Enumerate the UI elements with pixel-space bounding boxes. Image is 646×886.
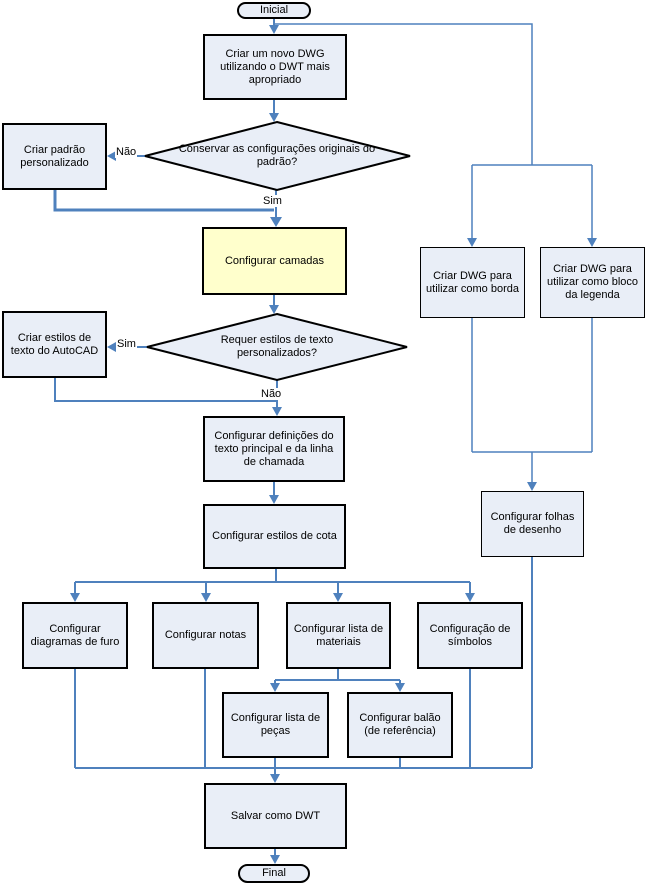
arrow-into-balao xyxy=(395,683,405,692)
node-balao: Configurar balão (de referência) xyxy=(347,692,453,758)
node-lista-pecas-label: Configurar lista de peças xyxy=(230,712,321,737)
decision-padrao-label: Conservar as configurações originais do … xyxy=(172,134,382,178)
arrow-into-definicoes xyxy=(272,407,282,416)
node-folhas-desenho-label: Configurar folhas de desenho xyxy=(490,511,575,536)
arrow-into-decisao1 xyxy=(269,113,279,122)
start-label: Inicial xyxy=(259,4,289,16)
end-terminator: Final xyxy=(238,864,310,883)
arrow-into-folhas xyxy=(527,482,537,491)
decision-shapes xyxy=(144,120,411,382)
node-simbolos-label: Configuração de símbolos xyxy=(429,622,511,648)
connector-lines xyxy=(53,17,593,858)
node-notas-label: Configurar notas xyxy=(164,629,247,641)
arrow-into-decisao2 xyxy=(269,305,279,314)
edge-right-merge xyxy=(471,318,593,485)
node-balao-label: Configurar balão (de referência) xyxy=(359,712,441,737)
edge-padrao-retorno xyxy=(53,190,274,212)
arrow-into-estilos xyxy=(107,342,116,352)
edge-branch-right-top xyxy=(274,23,593,242)
edge-merge-bottom xyxy=(74,557,533,777)
arrow-into-final xyxy=(270,855,280,864)
node-lista-materiais: Configurar lista de materiais xyxy=(286,602,391,669)
decision-padrao-diamond xyxy=(144,120,411,192)
node-configurar-camadas-label: Configurar camadas xyxy=(224,254,325,267)
start-terminator: Inicial xyxy=(237,2,311,19)
node-lista-pecas: Configurar lista de peças xyxy=(222,692,329,758)
node-notas: Configurar notas xyxy=(152,602,259,669)
node-diagramas-furo: Configurar diagramas de furo xyxy=(22,602,128,669)
arrow-into-borda xyxy=(467,238,477,247)
edge-estilos-retorno xyxy=(54,378,277,402)
arrow-into-padrao xyxy=(107,151,116,161)
decision-padrao-text: Conservar as configurações originais do … xyxy=(178,143,376,168)
node-folhas-desenho: Configurar folhas de desenho xyxy=(481,491,584,557)
decision-estilos-label: Requer estilos de texto personalizados? xyxy=(207,325,347,369)
arrow-into-simbolos xyxy=(465,593,475,602)
node-estilos-autocad-label: Criar estilos de texto do AutoCAD xyxy=(10,331,99,357)
decision-estilos-diamond xyxy=(146,312,408,382)
node-novo-dwg-label: Criar um novo DWG utilizando o DWT mais … xyxy=(220,47,330,86)
edge-materiais-split xyxy=(274,669,401,686)
arrow-into-legenda xyxy=(587,238,597,247)
node-definicoes-texto-label: Configurar definições do texto principal… xyxy=(214,429,334,468)
node-diagramas-furo-label: Configurar diagramas de furo xyxy=(30,622,120,648)
edge-label-sim-estilos: Sim xyxy=(116,338,137,350)
arrow-into-notas xyxy=(201,593,211,602)
decision-estilos-text: Requer estilos de texto personalizados? xyxy=(220,334,334,359)
node-salvar-dwt-label: Salvar como DWT xyxy=(230,809,321,822)
arrow-into-diagramas xyxy=(70,593,80,602)
node-padrao-personalizado-label: Criar padrão personalizado xyxy=(20,143,89,169)
node-lista-materiais-label: Configurar lista de materiais xyxy=(293,622,384,648)
node-estilos-cota-label: Configurar estilos de cota xyxy=(212,530,337,542)
node-dwg-legenda-label: Criar DWG para utilizar como bloco da le… xyxy=(546,263,639,301)
node-estilos-autocad: Criar estilos de texto do AutoCAD xyxy=(2,311,107,378)
edge-label-nao-estilos: Não xyxy=(260,388,283,400)
node-salvar-dwt: Salvar como DWT xyxy=(204,783,347,849)
arrowheads xyxy=(70,25,597,864)
arrow-into-materiais xyxy=(333,593,343,602)
node-dwg-borda: Criar DWG para utilizar como borda xyxy=(420,247,525,318)
edge-label-sim-padrao: Sim xyxy=(262,195,283,207)
arrow-into-novodwg xyxy=(269,25,279,34)
node-dwg-borda-label: Criar DWG para utilizar como borda xyxy=(426,269,519,295)
arrow-into-pecas xyxy=(270,683,280,692)
node-estilos-cota: Configurar estilos de cota xyxy=(203,504,346,569)
node-novo-dwg: Criar um novo DWG utilizando o DWT mais … xyxy=(203,34,347,100)
end-label: Final xyxy=(262,867,286,879)
edge-cota-split xyxy=(74,569,471,596)
arrow-into-cota xyxy=(269,495,279,504)
node-padrao-personalizado: Criar padrão personalizado xyxy=(2,123,107,190)
node-configurar-camadas: Configurar camadas xyxy=(202,227,347,295)
arrow-into-salvar xyxy=(270,774,280,783)
edge-label-nao-padrao: Não xyxy=(115,146,138,158)
node-simbolos: Configuração de símbolos xyxy=(417,602,523,669)
node-definicoes-texto: Configurar definições do texto principal… xyxy=(203,416,345,482)
node-dwg-legenda: Criar DWG para utilizar como bloco da le… xyxy=(540,247,645,318)
arrow-into-camadas xyxy=(270,217,282,227)
